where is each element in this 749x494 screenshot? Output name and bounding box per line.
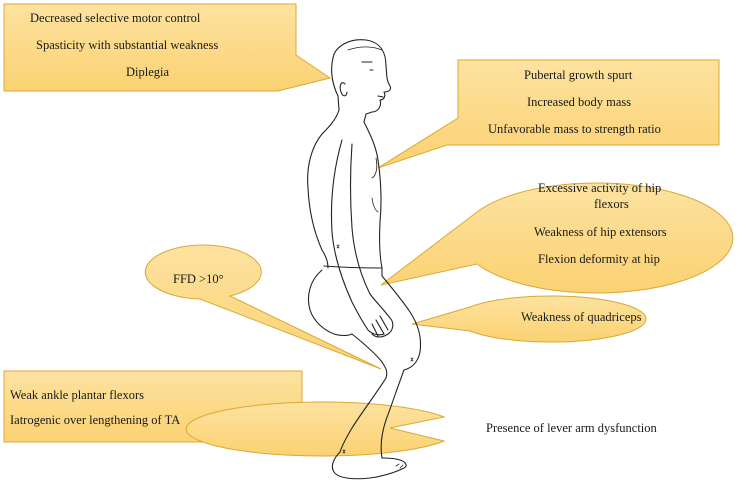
callout-hip-line-1: Excessive activity of hip — [538, 181, 662, 195]
callout-ankle-line-2: Iatrogenic over lengthening of TA — [10, 413, 181, 427]
callout-quadriceps-label: Weakness of quadriceps — [521, 310, 642, 324]
callout-hip-line-3: Weakness of hip extensors — [534, 225, 667, 239]
callout-shape-ffd — [144, 244, 382, 370]
callout-top-left-line-3: Diplegia — [126, 65, 170, 79]
callout-top-right-line-2: Increased body mass — [527, 95, 632, 109]
callout-ffd-label: FFD >10° — [173, 272, 224, 286]
crouch-figure-illustration — [307, 39, 422, 480]
callout-top-left-line-1: Decreased selective motor control — [30, 11, 201, 25]
callout-hip-line-2: flexors — [594, 197, 629, 211]
callout-shape-top-left — [3, 3, 332, 92]
callout-shape-hip — [380, 182, 734, 294]
callout-ankle-line-1: Weak ankle plantar flexors — [10, 388, 145, 402]
callout-top-left-line-2: Spasticity with substantial weakness — [36, 38, 219, 52]
callout-shape-quadriceps — [411, 295, 647, 343]
callout-shape-top-right — [377, 59, 720, 169]
callout-shape-lever-arm — [185, 401, 446, 457]
callout-top-right-line-3: Unfavorable mass to strength ratio — [488, 122, 661, 136]
callout-top-right-line-1: Pubertal growth spurt — [524, 68, 633, 82]
callout-lever-arm-label: Presence of lever arm dysfunction — [486, 421, 657, 435]
callout-hip-line-4: Flexion deformity at hip — [538, 252, 660, 266]
